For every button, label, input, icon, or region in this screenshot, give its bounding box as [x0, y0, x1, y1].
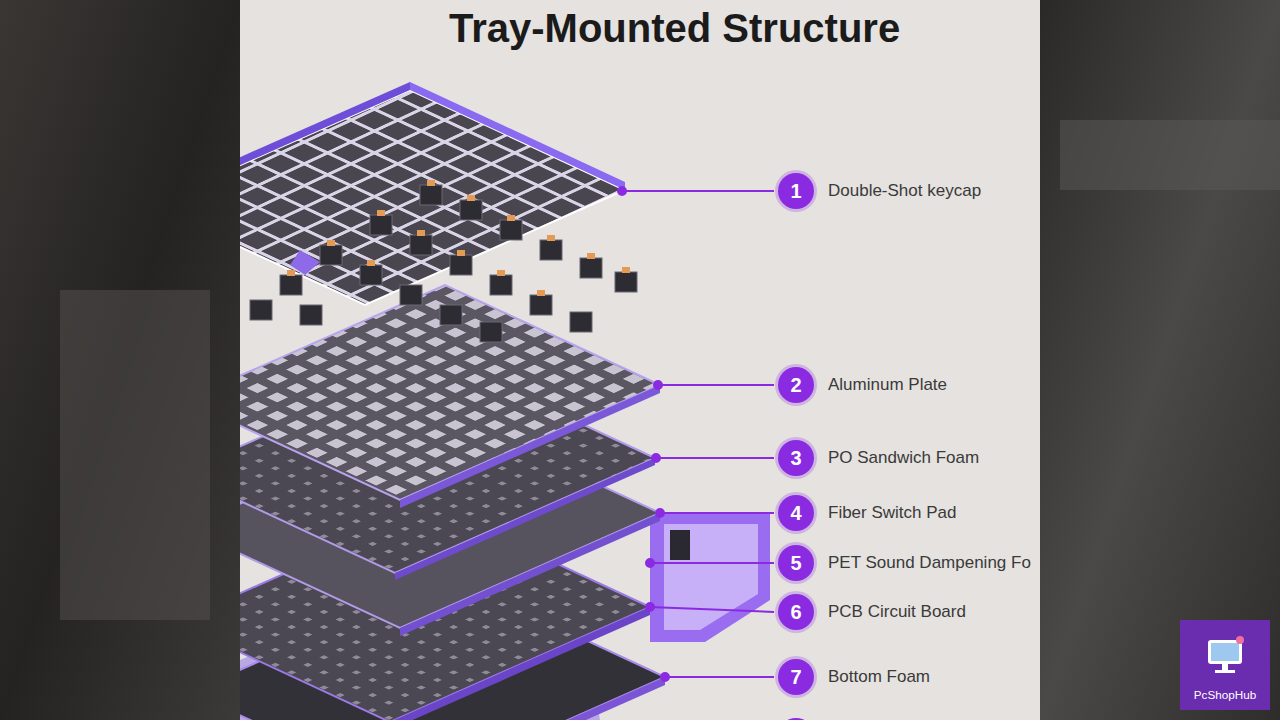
callout-marker: 7Bottom Foam	[778, 659, 814, 695]
illustration-shape	[0, 0, 240, 720]
illustration-shape	[290, 250, 320, 275]
illustration-shape	[460, 200, 482, 220]
illustration-shape	[622, 190, 774, 192]
illustration-shape	[658, 384, 774, 386]
monitor-base	[1215, 670, 1235, 673]
part-name: PCB Circuit Board	[828, 602, 966, 622]
illustration-shape	[618, 187, 774, 681]
callout-marker: 6PCB Circuit Board	[778, 594, 814, 630]
illustration-shape	[377, 210, 385, 216]
callout-marker: 2Aluminum Plate	[778, 367, 814, 403]
part-name: Double-Shot keycap	[828, 181, 981, 201]
illustration-shape	[417, 230, 425, 236]
illustration-shape	[280, 275, 302, 295]
illustration-shape	[646, 559, 654, 567]
monitor-glass	[1211, 643, 1239, 661]
part-name: Bottom Foam	[828, 667, 930, 687]
illustration-shape	[654, 381, 662, 389]
illustration-shape	[300, 305, 322, 325]
callout-number: 2	[778, 367, 814, 403]
callout-number: 4	[778, 495, 814, 531]
illustration-shape	[1060, 120, 1280, 190]
part-name: Fiber Switch Pad	[828, 503, 957, 523]
callout-number: 5	[778, 545, 814, 581]
illustration-shape	[60, 290, 210, 620]
illustration-shape	[287, 180, 630, 296]
watermark-text: PcShopHub	[1180, 688, 1270, 701]
illustration-shape	[427, 180, 435, 186]
illustration-shape	[665, 676, 774, 678]
illustration-shape	[450, 255, 472, 275]
illustration-shape	[778, 718, 814, 720]
illustration-shape	[661, 673, 669, 681]
part-name: Aluminum Plate	[828, 375, 947, 395]
illustration-shape	[400, 285, 422, 305]
part-name: PET Sound Dampening Fo	[828, 553, 1031, 573]
illustration-shape	[420, 185, 442, 205]
callout-number: 6	[778, 594, 814, 630]
illustration-shape	[660, 512, 774, 514]
illustration-shape	[664, 524, 758, 630]
illustration-shape	[240, 82, 770, 720]
callout-marker: 5PET Sound Dampening Fo	[778, 545, 814, 581]
illustration-shape	[540, 240, 562, 260]
illustration-shape	[547, 235, 555, 241]
callout-marker: 4Fiber Switch Pad	[778, 495, 814, 531]
part-name: PO Sandwich Foam	[828, 448, 979, 468]
illustration-shape	[650, 512, 770, 642]
callout-number: 7	[778, 659, 814, 695]
illustration-shape	[622, 267, 630, 273]
illustration-shape	[570, 312, 592, 332]
illustration-shape	[410, 235, 432, 255]
monitor-screen	[1208, 640, 1242, 664]
illustration-shape	[440, 305, 462, 325]
illustration-shape	[480, 322, 502, 342]
callout-number: 1	[778, 173, 814, 209]
illustration-shape	[500, 220, 522, 240]
illustration-shape	[580, 258, 602, 278]
illustration-shape	[240, 82, 410, 205]
illustration-shape	[652, 454, 660, 462]
illustration-shape	[320, 245, 342, 265]
illustration-shape	[670, 530, 690, 560]
illustration-shape	[250, 185, 637, 342]
illustration-shape	[650, 607, 774, 612]
icon-dot	[1236, 636, 1244, 644]
illustration-shape	[1040, 0, 1280, 720]
illustration-shape	[507, 215, 515, 221]
illustration-shape	[367, 260, 375, 266]
watermark-logo: PcShopHub	[1180, 620, 1270, 710]
illustration-shape	[410, 82, 625, 190]
illustration-shape	[400, 385, 660, 508]
illustration-shape	[240, 285, 660, 500]
illustration-shape	[457, 250, 465, 256]
illustration-shape	[646, 603, 654, 611]
illustration-shape	[390, 607, 650, 720]
illustration-shape	[240, 90, 625, 305]
illustration-shape	[467, 195, 475, 201]
monitor-stand	[1222, 664, 1228, 670]
illustration-shape	[656, 457, 774, 459]
illustration-shape	[618, 187, 626, 195]
illustration-shape	[370, 215, 392, 235]
illustration-shape	[497, 270, 505, 276]
illustration-shape	[530, 295, 552, 315]
illustration-shape	[656, 509, 664, 517]
illustration-shape	[327, 240, 335, 246]
callout-marker: 3PO Sandwich Foam	[778, 440, 814, 476]
diagram-title: Tray-Mounted Structure	[449, 6, 900, 51]
illustration-shape	[490, 275, 512, 295]
illustration-shape	[587, 253, 595, 259]
illustration-shape	[615, 272, 637, 292]
illustration-shape	[537, 290, 545, 296]
illustration-shape	[360, 265, 382, 285]
callout-marker: 1Double-Shot keycap	[778, 173, 814, 209]
illustration-shape	[650, 562, 774, 564]
illustration-shape	[250, 300, 272, 320]
illustration-shape	[287, 270, 295, 276]
callout-number: 3	[778, 440, 814, 476]
